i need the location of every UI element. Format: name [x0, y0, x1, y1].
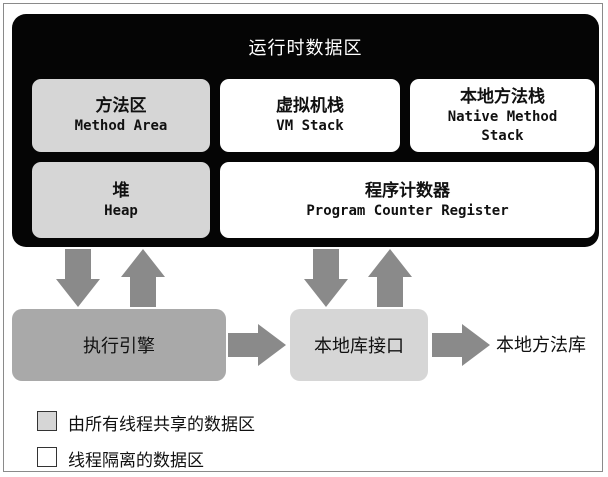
native-method-stack-box: 本地方法栈 Native Method Stack	[410, 79, 595, 152]
runtime-data-area-title: 运行时数据区	[248, 38, 363, 59]
up-arrow-icon	[121, 249, 165, 307]
execution-engine-box: 执行引擎	[12, 309, 226, 381]
heap-label-en: Heap	[104, 202, 138, 219]
down-arrow-icon	[304, 249, 348, 307]
legend-isolated-label: 线程隔离的数据区	[68, 451, 204, 471]
execution-engine-label: 执行引擎	[83, 336, 155, 357]
right-arrow-icon	[432, 324, 490, 366]
native-method-stack-label-en-1: Native Method	[447, 108, 558, 125]
legend-shared-label: 由所有线程共享的数据区	[68, 415, 255, 435]
native-method-stack-label-en-2: Stack	[481, 127, 524, 144]
heap-label-zh: 堆	[112, 180, 130, 201]
native-method-library-label: 本地方法库	[496, 335, 586, 356]
right-arrow-icon	[228, 324, 286, 366]
heap-box: 堆 Heap	[32, 162, 210, 238]
legend-shared-swatch	[37, 411, 57, 431]
diagram-frame: 运行时数据区 方法区 Method Area 虚拟机栈 VM Stack 本地方…	[3, 3, 603, 472]
down-arrow-icon	[56, 249, 100, 307]
program-counter-label-zh: 程序计数器	[365, 180, 450, 201]
method-area-label-en: Method Area	[74, 118, 168, 134]
method-area-label-zh: 方法区	[95, 96, 147, 116]
up-arrow-icon	[368, 249, 412, 307]
vm-stack-label-en: VM Stack	[276, 118, 344, 134]
vm-stack-box: 虚拟机栈 VM Stack	[220, 79, 400, 152]
native-interface-label: 本地库接口	[314, 336, 404, 357]
legend-isolated-swatch	[37, 447, 57, 467]
method-area-box: 方法区 Method Area	[32, 79, 210, 152]
native-interface-box: 本地库接口	[290, 309, 428, 381]
program-counter-box: 程序计数器 Program Counter Register	[220, 162, 595, 238]
native-method-stack-label-zh: 本地方法栈	[460, 86, 545, 107]
vm-stack-label-zh: 虚拟机栈	[276, 96, 344, 116]
program-counter-label-en: Program Counter Register	[306, 202, 509, 219]
runtime-data-area: 运行时数据区 方法区 Method Area 虚拟机栈 VM Stack 本地方…	[12, 14, 599, 247]
